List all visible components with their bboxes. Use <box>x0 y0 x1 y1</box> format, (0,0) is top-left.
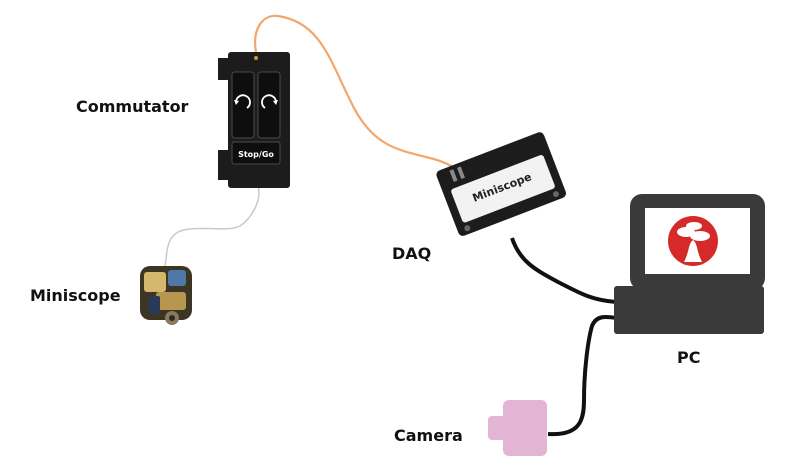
daq-pc-cable <box>510 237 617 304</box>
camera-label: Camera <box>394 426 463 445</box>
fiber-cable <box>254 14 465 179</box>
tether-cable <box>163 185 260 271</box>
pc-computer <box>614 194 765 334</box>
commutator-device: Stop/Go <box>218 52 290 188</box>
rotate-icon <box>261 94 278 109</box>
rotate-icon <box>234 94 251 109</box>
daq-device: Miniscope <box>436 132 566 236</box>
camera-pc-cable <box>547 315 617 437</box>
miniscope-device <box>140 266 192 325</box>
miniscope-label: Miniscope <box>30 286 121 305</box>
daq-label: DAQ <box>392 244 432 263</box>
stop-go-button-label: Stop/Go <box>238 150 274 159</box>
commutator-label: Commutator <box>76 97 189 116</box>
pc-label: PC <box>677 348 701 367</box>
tree-logo-icon <box>668 216 718 266</box>
camera-device <box>488 400 547 456</box>
